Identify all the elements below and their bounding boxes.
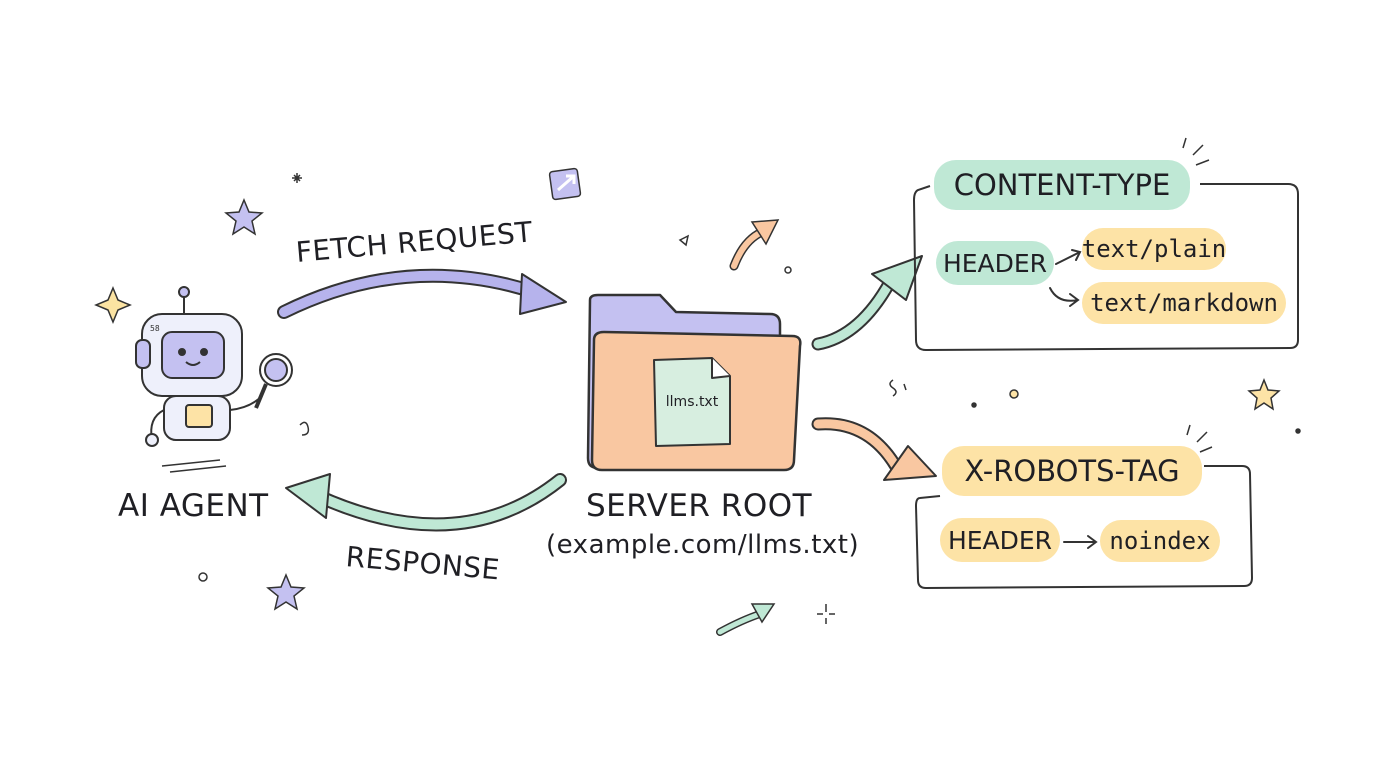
dot-icon: [971, 402, 977, 408]
robots-value-noindex: noindex: [1100, 520, 1220, 562]
squiggle-icon: [299, 421, 310, 436]
response-arrow: [285, 473, 567, 532]
content-type-value-plain: text/plain: [1082, 228, 1226, 270]
sparkle-icon: [292, 173, 302, 183]
robots-header-tag: HEADER: [940, 518, 1060, 562]
content-type-title: CONTENT-TYPE: [934, 160, 1190, 210]
squiggle-icon: [889, 379, 897, 397]
decorations: [94, 137, 1301, 636]
star-icon: [1247, 377, 1281, 411]
star-icon: [224, 198, 264, 236]
robot-screen-text: 58: [150, 324, 160, 333]
file-icon: [653, 357, 731, 447]
robot-agent-icon: [135, 286, 293, 473]
triangle-icon: [678, 234, 690, 247]
sparkle-icon: [817, 604, 835, 624]
content-type-box: [912, 183, 1299, 352]
robots-tag-arrow: [811, 417, 937, 481]
dot-icon: [1009, 389, 1019, 399]
server-root-label: SERVER ROOT: [586, 488, 813, 524]
dot-icon: [1295, 428, 1301, 434]
content-type-header-tag: HEADER: [936, 241, 1054, 285]
content-type-value-markdown: text/markdown: [1082, 282, 1286, 324]
content-type-arrow: [811, 255, 923, 351]
file-name: llms.txt: [666, 394, 719, 410]
emphasis-lines-icon: [1186, 424, 1213, 453]
robots-tag-title: X-ROBOTS-TAG: [942, 446, 1202, 496]
squiggle-icon: [903, 383, 907, 391]
star-icon: [266, 573, 306, 611]
agent-label: AI AGENT: [118, 488, 269, 524]
dot-icon: [198, 572, 208, 582]
connector-arrows: [1049, 249, 1098, 549]
robots-tag-box: [914, 465, 1254, 590]
server-path-label: (example.com/llms.txt): [546, 530, 860, 560]
sparkle-icon: [94, 286, 132, 324]
emphasis-lines-icon: [1182, 137, 1210, 166]
dot-icon: [784, 266, 792, 274]
fetch-request-arrow: [277, 268, 567, 319]
